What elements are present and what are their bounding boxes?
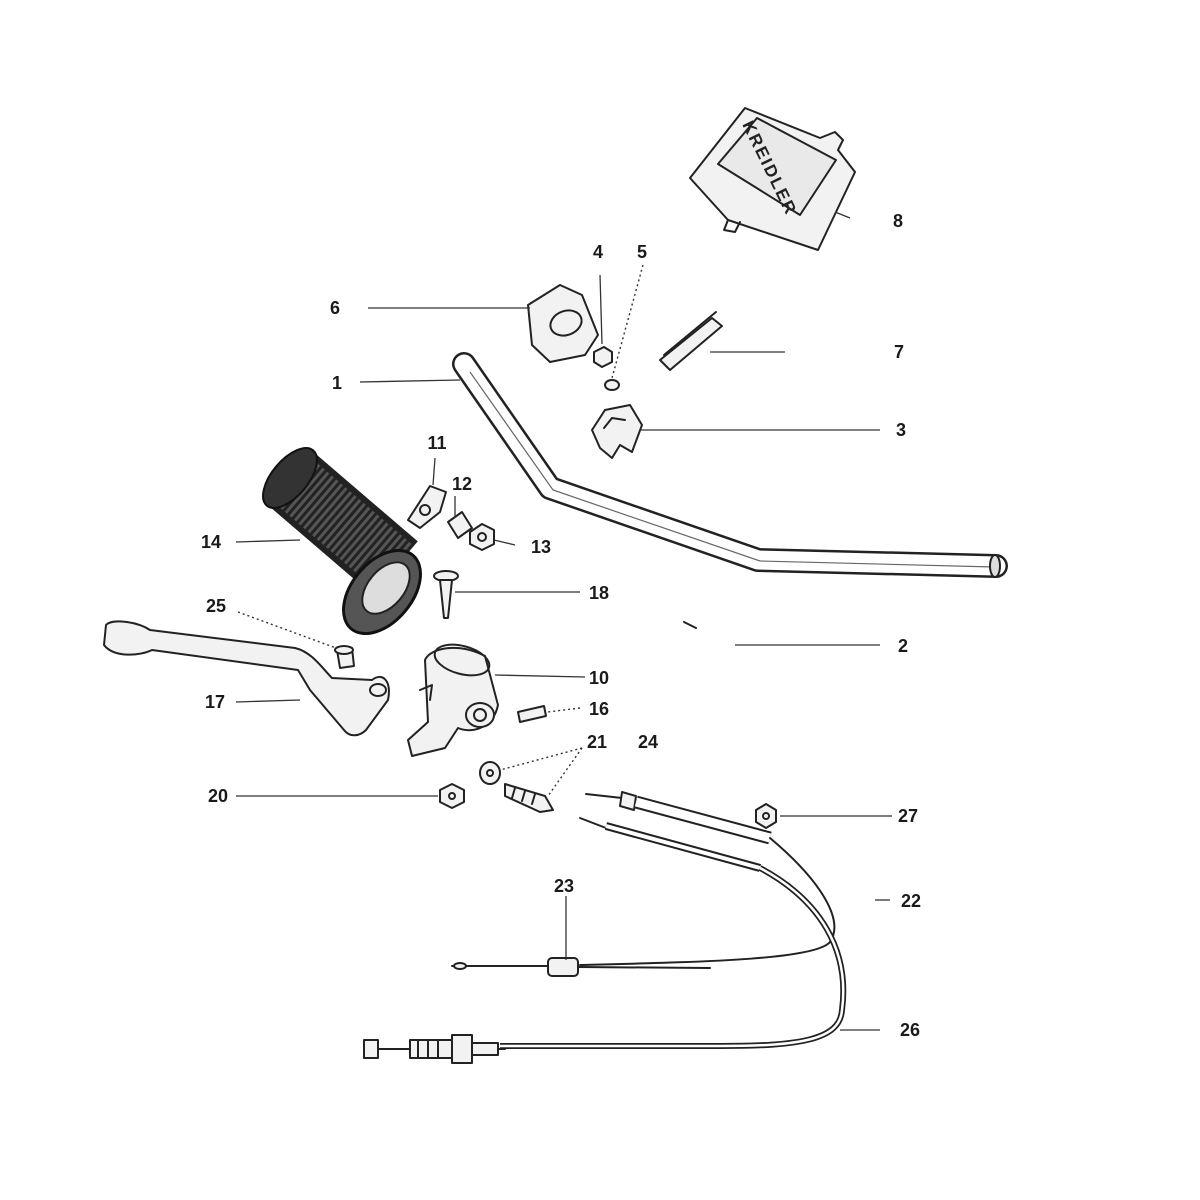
callout-17: 17 xyxy=(205,692,225,712)
callout-18: 18 xyxy=(589,583,609,603)
callout-13: 13 xyxy=(531,537,551,557)
part-22-cable xyxy=(500,817,847,1049)
callout-11: 11 xyxy=(427,433,446,453)
callout-24: 24 xyxy=(638,732,658,752)
part-4-nut xyxy=(593,346,613,368)
part-11-clip xyxy=(407,485,447,529)
callout-12: 12 xyxy=(452,474,472,494)
part-17-lever xyxy=(103,620,390,737)
part-21-washer xyxy=(479,761,501,785)
callout-8: 8 xyxy=(893,211,903,231)
part-7-bar-clamp xyxy=(659,311,723,371)
part-24-cable xyxy=(579,791,836,966)
callout-10: 10 xyxy=(589,668,609,688)
callout-26: 26 xyxy=(900,1020,920,1040)
callout-7: 7 xyxy=(894,342,904,362)
callout-2: 2 xyxy=(898,636,908,656)
part-14-throttle-grip xyxy=(262,447,422,636)
callout-21: 21 xyxy=(587,732,607,752)
callout-5: 5 xyxy=(637,242,647,262)
part-27-nut xyxy=(755,803,777,829)
part-5-washer xyxy=(604,379,620,391)
callout-20: 20 xyxy=(208,786,228,806)
leader-lines xyxy=(235,211,892,1031)
part-13-nut xyxy=(469,523,495,551)
callout-3: 3 xyxy=(896,420,906,440)
part-26-cable-end xyxy=(363,1034,506,1064)
part-20-nut xyxy=(439,783,465,809)
part-25-pivot-pin xyxy=(334,645,355,669)
part-18-bolt xyxy=(433,570,459,619)
callout-25: 25 xyxy=(206,596,226,616)
callout-6: 6 xyxy=(330,298,340,318)
part-3-clamp xyxy=(591,404,643,459)
part-16-screw xyxy=(517,705,547,723)
callout-16: 16 xyxy=(589,699,609,719)
part-2-u-clamp xyxy=(683,593,743,661)
callout-1: 1 xyxy=(332,373,342,393)
part-1-handlebar xyxy=(452,352,1008,578)
callout-27: 27 xyxy=(898,806,918,826)
part-8-emblem-cover: KREIDLER xyxy=(689,107,856,251)
part-23-cable-ferrule xyxy=(451,957,711,977)
callout-22: 22 xyxy=(901,891,921,911)
part-12-screw xyxy=(447,511,473,539)
callout-4: 4 xyxy=(593,242,603,262)
callout-14: 14 xyxy=(201,532,221,552)
part-21-adjuster-screw xyxy=(504,783,554,813)
part-6-mount-plate xyxy=(527,284,599,363)
part-10-throttle-housing xyxy=(407,643,499,757)
callout-23: 23 xyxy=(554,876,574,896)
callout-labels: 8 4 5 6 7 1 3 11 12 13 14 18 25 2 10 17 … xyxy=(201,211,921,1040)
